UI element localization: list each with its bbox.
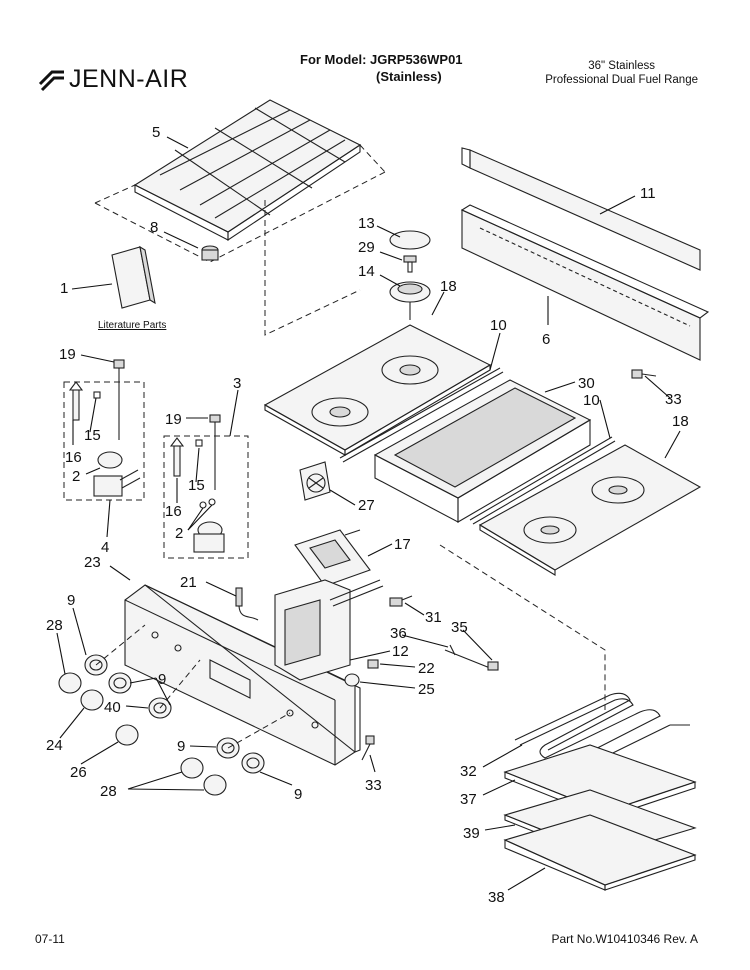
callout-15-right: 15 — [188, 477, 205, 494]
callout-21: 21 — [180, 574, 197, 591]
bezel-2 — [108, 672, 132, 694]
model-number: For Model: JGRP536WP01 — [300, 52, 463, 67]
leader-lines — [56, 136, 681, 891]
callout-14: 14 — [358, 263, 375, 280]
spark-module — [294, 529, 371, 587]
callout-9-lower: 9 — [177, 738, 185, 755]
callout-24: 24 — [46, 737, 63, 754]
knob-3 — [115, 724, 139, 746]
cooling-fan — [299, 461, 331, 501]
knob-5 — [203, 774, 227, 796]
callout-23: 23 — [84, 554, 101, 571]
callout-33-bottom: 33 — [365, 777, 382, 794]
callout-40: 40 — [104, 699, 121, 716]
callout-11: 11 — [640, 185, 656, 202]
burner-pan-right — [478, 444, 702, 576]
callout-25: 25 — [418, 681, 435, 698]
literature-parts — [111, 245, 156, 309]
callout-39: 39 — [463, 825, 480, 842]
model-title: For Model: JGRP536WP01 (Stainless) — [300, 51, 463, 85]
callout-10-right: 10 — [583, 392, 600, 409]
callout-9-upper-left: 9 — [67, 592, 75, 609]
callout-2-left: 2 — [72, 468, 80, 485]
callout-28-lower: 28 — [100, 783, 117, 800]
callout-18-left: 18 — [440, 278, 457, 295]
burner-base — [389, 281, 431, 320]
control-panel — [124, 584, 361, 766]
revision-date: 07-11 — [35, 932, 65, 946]
jenn-air-logo-icon — [38, 70, 64, 92]
knob-4 — [180, 757, 204, 779]
callout-5: 5 — [152, 124, 160, 141]
callout-38: 38 — [488, 889, 505, 906]
switch — [389, 595, 413, 607]
display-bracket — [274, 579, 384, 681]
callout-10-top: 10 — [490, 317, 507, 334]
product-type: Professional Dual Fuel Range — [545, 74, 698, 86]
callout-4: 4 — [101, 539, 109, 556]
backguard — [460, 204, 710, 361]
callout-6: 6 — [542, 331, 550, 348]
callout-26: 26 — [70, 764, 87, 781]
callout-16-right: 16 — [165, 503, 182, 520]
callout-18-right: 18 — [672, 413, 689, 430]
burner-screw — [403, 255, 417, 273]
model-finish: (Stainless) — [376, 69, 442, 84]
valve-assembly-left — [68, 359, 141, 497]
callout-32: 32 — [460, 763, 477, 780]
callout-31: 31 — [425, 609, 442, 626]
callout-9-middle: 9 — [158, 671, 166, 688]
burner-cap — [389, 230, 431, 250]
indicator-lamp — [235, 587, 259, 621]
callout-12: 12 — [392, 643, 409, 660]
bottom-cover — [503, 814, 697, 891]
mounting-bracket — [444, 644, 499, 671]
screw-backguard — [631, 369, 657, 379]
callout-16-left: 16 — [65, 449, 82, 466]
product-size: 36" Stainless — [588, 60, 655, 72]
backguard-trim — [461, 147, 701, 271]
callout-28-upper: 28 — [46, 617, 63, 634]
callout-3: 3 — [233, 375, 241, 392]
clip-22 — [367, 659, 379, 669]
knob-1 — [58, 672, 82, 694]
grate-foot — [201, 245, 219, 261]
callout-37: 37 — [460, 791, 477, 808]
callout-1: 1 — [60, 280, 68, 297]
callout-9-bottom: 9 — [294, 786, 302, 803]
callout-35: 35 — [451, 619, 468, 636]
knob-shaft-25 — [344, 673, 360, 687]
callout-2-right: 2 — [175, 525, 183, 542]
callout-17: 17 — [394, 536, 411, 553]
callout-8: 8 — [150, 219, 158, 236]
knob-2 — [80, 689, 104, 711]
literature-parts-label: Literature Parts — [98, 320, 166, 331]
brand-name: JENN-AIR — [69, 64, 189, 93]
callout-19-left: 19 — [59, 346, 76, 363]
valve-assembly-right — [169, 414, 225, 553]
callout-labels: 5 8 1 Literature Parts 13 29 14 18 11 6 … — [46, 124, 689, 906]
callout-22: 22 — [418, 660, 435, 677]
griddle-plate — [373, 379, 592, 523]
screw-panel — [361, 735, 375, 761]
part-number: Part No.W10410346 Rev. A — [551, 932, 698, 946]
callout-30: 30 — [578, 375, 595, 392]
callout-36: 36 — [390, 625, 407, 642]
callout-19-right: 19 — [165, 411, 182, 428]
callout-27: 27 — [358, 497, 375, 514]
callout-15-left: 15 — [84, 427, 101, 444]
bezel-5 — [241, 752, 265, 774]
product-description: 36" Stainless Professional Dual Fuel Ran… — [545, 59, 698, 87]
brand-logo: JENN-AIR — [38, 62, 188, 96]
callout-13: 13 — [358, 215, 375, 232]
callout-33-top: 33 — [665, 391, 682, 408]
grate — [133, 99, 362, 242]
callout-29: 29 — [358, 239, 375, 256]
burner-pan-left — [263, 324, 492, 456]
